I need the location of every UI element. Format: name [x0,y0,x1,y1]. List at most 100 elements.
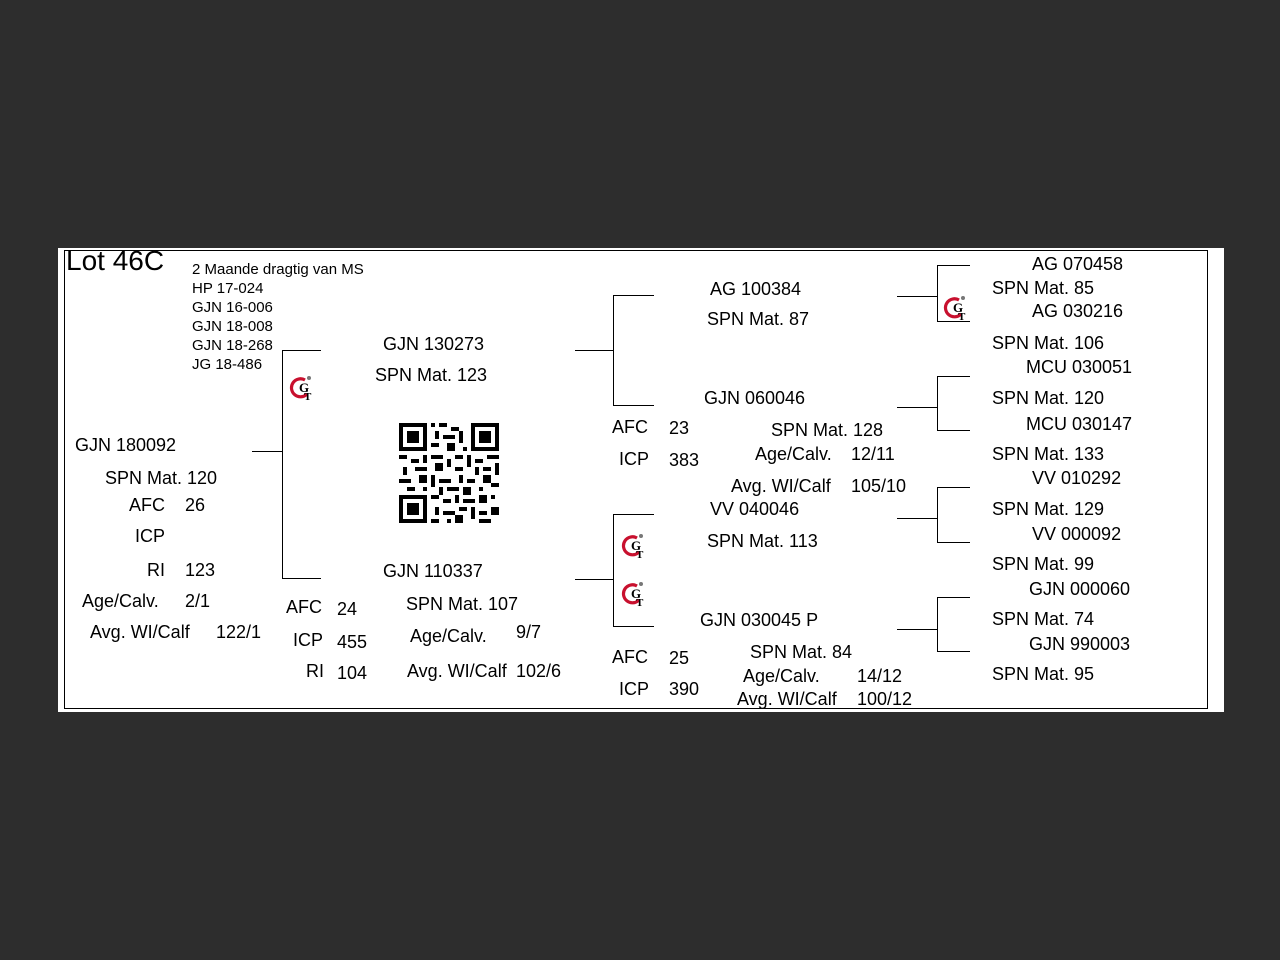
gt-logo-icon: G T [289,376,312,402]
great-id: VV 000092 [1032,524,1122,544]
grand-ss-spn: SPN Mat. 87 [707,309,810,329]
svg-text:T: T [636,549,644,560]
great-spn: SPN Mat. 120 [992,388,1105,408]
grand-dd-avgwi-value: 100/12 [857,689,913,709]
sire-spn: SPN Mat. 123 [375,365,488,385]
connector-line [937,597,938,652]
dam-id: GJN 110337 [383,561,483,581]
lot-note: GJN 18-008 [192,318,273,335]
connector-line [937,321,970,322]
connector-line [613,295,614,406]
grand-sd-afc-label: AFC [612,417,648,437]
connector-line [937,542,970,543]
connector-line [937,430,970,431]
connector-line [897,629,937,630]
connector-line [575,579,613,580]
grand-dd-spn: SPN Mat. 84 [750,642,853,662]
animal-afc-value: 26 [185,495,206,515]
grand-ss-id: AG 100384 [710,279,802,299]
frame-top [64,250,1208,251]
great-id: GJN 000060 [1029,579,1131,599]
dam-agecalv-value: 9/7 [516,622,542,642]
great-spn: SPN Mat. 129 [992,499,1105,519]
animal-agecalv-value: 2/1 [185,591,211,611]
dam-spn: SPN Mat. 107 [406,594,519,614]
connector-line [613,514,614,627]
svg-text:T: T [958,311,966,322]
svg-text:G: G [299,380,309,395]
dam-ri-label: RI [306,661,324,681]
grand-dd-afc-label: AFC [612,647,648,667]
svg-text:G: G [631,538,641,553]
grand-sd-spn: SPN Mat. 128 [771,420,884,440]
connector-line [282,578,321,579]
svg-text:G: G [953,300,963,315]
lot-title: Lot 46C [66,248,165,276]
connector-line [937,651,970,652]
pedigree-card: Lot 46C 2 Maande dragtig van MS HP 17-02… [58,248,1224,712]
dam-avgwi-label: Avg. WI/Calf [407,661,507,681]
dam-icp-value: 455 [337,632,368,652]
connector-line [937,265,970,266]
dam-afc-value: 24 [337,599,358,619]
great-id: MCU 030051 [1026,357,1133,377]
lot-note: HP 17-024 [192,280,264,297]
animal-avgwi-value: 122/1 [216,622,262,642]
grand-sd-icp-value: 383 [669,450,700,470]
connector-line [897,407,937,408]
frame-right [1207,250,1208,709]
dam-ri-value: 104 [337,663,368,683]
connector-line [937,376,938,431]
sire-id: GJN 130273 [383,334,485,354]
lot-note: GJN 16-006 [192,299,273,316]
animal-afc-label: AFC [129,495,165,515]
frame-bottom [64,708,1208,709]
lot-note: 2 Maande dragtig van MS [192,261,364,278]
connector-line [613,626,654,627]
dam-icp-label: ICP [293,630,324,650]
grand-dd-agecalv-label: Age/Calv. [743,666,820,686]
animal-ri-value: 123 [185,560,216,580]
great-id: AG 070458 [1032,254,1124,274]
connector-line [252,451,282,452]
connector-line [937,487,970,488]
connector-line [937,487,938,543]
animal-agecalv-label: Age/Calv. [82,591,159,611]
grand-dd-icp-value: 390 [669,679,700,699]
grand-ds-id: VV 040046 [710,499,800,519]
great-id: AG 030216 [1032,301,1124,321]
animal-icp-label: ICP [135,526,166,546]
frame-left [64,250,65,709]
dam-agecalv-label: Age/Calv. [410,626,487,646]
grand-dd-agecalv-value: 14/12 [857,666,903,686]
great-id: VV 010292 [1032,468,1122,488]
animal-avgwi-label: Avg. WI/Calf [90,622,190,642]
grand-sd-agecalv-value: 12/11 [851,444,895,464]
grand-sd-afc-value: 23 [669,418,690,438]
animal-spn: SPN Mat. 120 [105,468,218,488]
qr-code-icon [399,423,499,523]
connector-line [613,405,654,406]
great-id: MCU 030147 [1026,414,1133,434]
grand-dd-id: GJN 030045 P [700,610,819,630]
svg-text:T: T [304,391,312,402]
great-spn: SPN Mat. 85 [992,278,1095,298]
dam-avgwi-value: 102/6 [516,661,562,681]
lot-note: GJN 18-268 [192,337,273,354]
svg-text:G: G [631,586,641,601]
connector-line [575,350,613,351]
great-spn: SPN Mat. 99 [992,554,1095,574]
grand-sd-avgwi-label: Avg. WI/Calf [731,476,831,496]
gt-logo-icon: G T [943,296,966,322]
great-id: GJN 990003 [1029,634,1131,654]
grand-sd-avgwi-value: 105/10 [851,476,907,496]
grand-sd-agecalv-label: Age/Calv. [755,444,832,464]
connector-line [897,296,937,297]
connector-line [613,295,654,296]
connector-line [613,514,654,515]
grand-dd-avgwi-label: Avg. WI/Calf [737,689,837,709]
connector-line [282,350,283,579]
lot-note: JG 18-486 [192,356,263,373]
great-spn: SPN Mat. 95 [992,664,1095,684]
animal-ri-label: RI [147,560,165,580]
